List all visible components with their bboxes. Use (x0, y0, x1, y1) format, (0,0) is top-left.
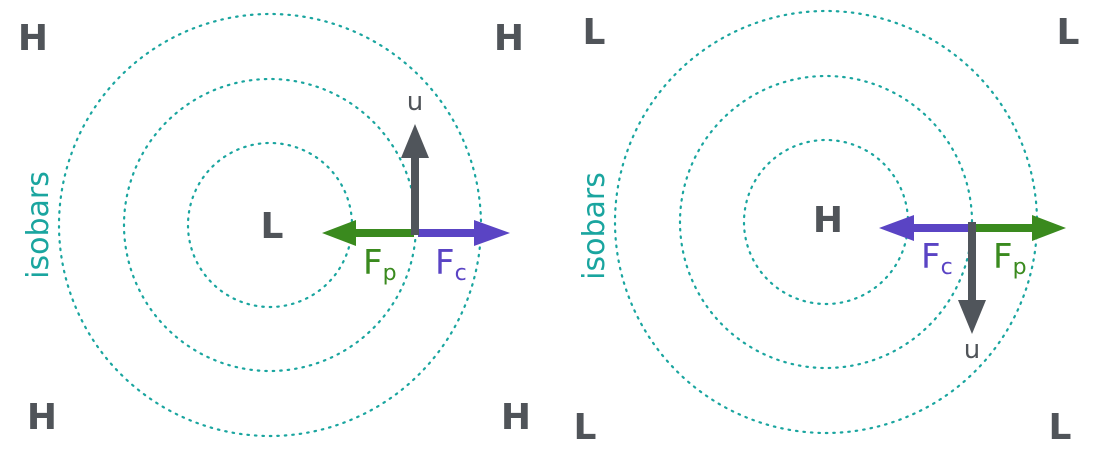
centrifugal-force-label: Fc (921, 237, 953, 280)
centrifugal-force-arrow (879, 215, 970, 241)
pressure-gradient-force-arrow (322, 220, 414, 246)
high-pressure-panel: L L L L H isobars u Fc Fp (574, 9, 1080, 448)
corner-label-top-left: L (583, 12, 606, 53)
pressure-gradient-force-label: Fp (993, 237, 1027, 280)
corner-label-top-right: H (494, 18, 524, 59)
pressure-gradient-force-arrow (976, 215, 1066, 241)
centrifugal-force-label: Fc (435, 243, 467, 286)
pressure-gradient-force-label: Fp (363, 243, 397, 286)
corner-label-bottom-left: L (574, 407, 597, 448)
corner-label-top-right: L (1057, 12, 1080, 53)
corner-label-bottom-right: H (501, 397, 531, 438)
corner-label-bottom-left: H (27, 397, 57, 438)
center-pressure-label: L (261, 206, 284, 247)
low-pressure-panel: H H H H L isobars u Fp Fc (18, 12, 531, 438)
isobars-label: isobars (577, 172, 612, 280)
center-pressure-label: H (813, 200, 843, 241)
velocity-label: u (964, 335, 980, 365)
corner-label-top-left: H (18, 18, 48, 59)
corner-label-bottom-right: L (1049, 407, 1072, 448)
velocity-arrow (401, 124, 429, 235)
velocity-label: u (407, 87, 423, 117)
isobars-label: isobars (21, 171, 56, 279)
velocity-arrow (958, 222, 986, 334)
centrifugal-force-arrow (418, 220, 510, 246)
